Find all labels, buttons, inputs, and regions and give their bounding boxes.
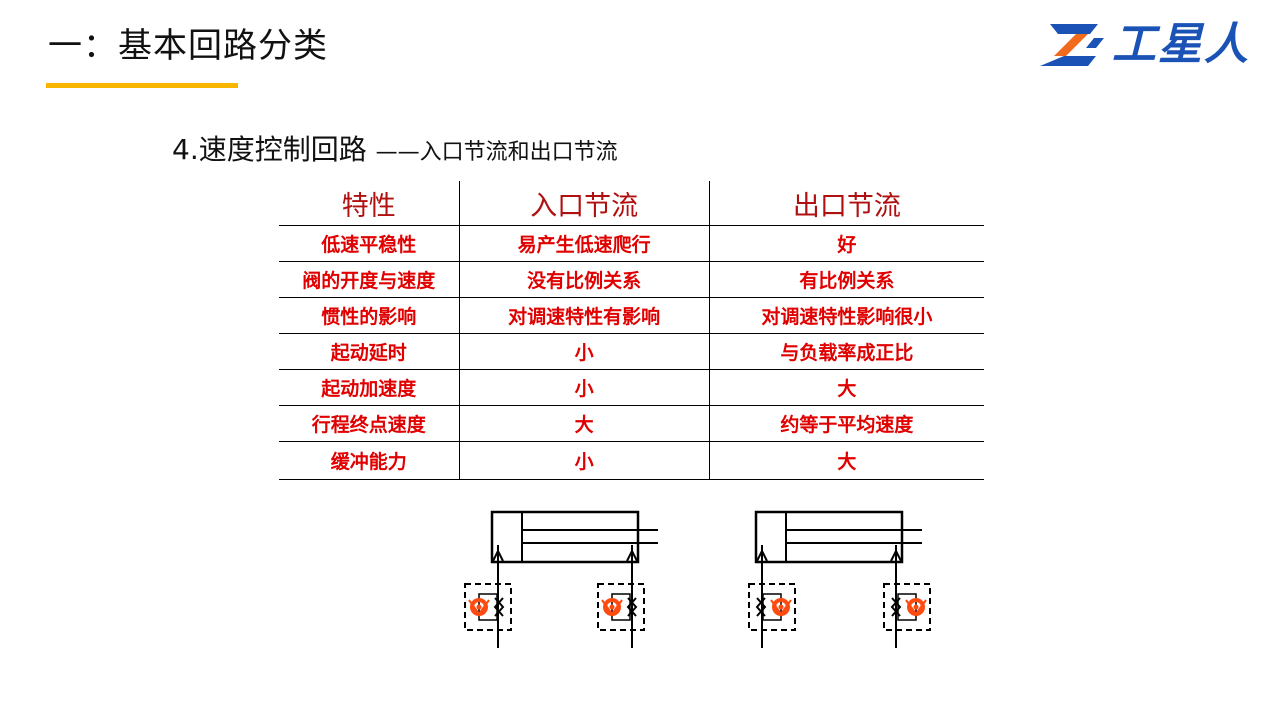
table-cell: 与负载率成正比 <box>708 333 984 370</box>
comparison-table: 特性 入口节流 出口节流 低速平稳性 易产生低速爬行 好 阀的开度与速度 没有比… <box>279 181 984 480</box>
header-characteristic: 特性 <box>279 181 459 226</box>
section-heading-main: 4.速度控制回路 <box>172 133 367 166</box>
logo-text: 工星人 <box>1112 19 1250 70</box>
table-row: 起动延时 小 与负载率成正比 <box>279 333 984 370</box>
company-logo-icon <box>1040 24 1104 66</box>
table-cell: 大 <box>458 405 710 442</box>
table-row: 低速平稳性 易产生低速爬行 好 <box>279 225 984 262</box>
table-row: 惯性的影响 对调速特性有影响 对调速特性影响很小 <box>279 297 984 334</box>
header-meter-in: 入口节流 <box>458 181 710 226</box>
table-cell: 有比例关系 <box>708 261 984 298</box>
table-cell: 小 <box>458 333 710 370</box>
table-cell: 小 <box>458 369 710 406</box>
table-cell: 阀的开度与速度 <box>279 261 459 298</box>
table-cell: 小 <box>458 441 710 480</box>
title-underline <box>46 83 238 88</box>
table-cell: 约等于平均速度 <box>708 405 984 442</box>
table-cell: 惯性的影响 <box>279 297 459 334</box>
table-row: 缓冲能力 小 大 <box>279 441 984 480</box>
header-meter-out: 出口节流 <box>708 181 984 226</box>
page-title: 一：基本回路分类 <box>48 26 328 66</box>
table-cell: 缓冲能力 <box>279 441 459 480</box>
table-cell: 起动加速度 <box>279 369 459 406</box>
table-cell: 大 <box>708 441 984 480</box>
table-header-row: 特性 入口节流 出口节流 <box>279 181 984 226</box>
pneumatic-circuit-diagram <box>463 510 932 648</box>
section-heading: 4.速度控制回路 ——入口节流和出口节流 <box>172 130 618 173</box>
table-cell: 大 <box>708 369 984 406</box>
section-heading-sub: ——入口节流和出口节流 <box>375 140 618 165</box>
meter-in-circuit <box>463 510 658 648</box>
table-cell: 对调速特性有影响 <box>458 297 710 334</box>
table-row: 行程终点速度 大 约等于平均速度 <box>279 405 984 442</box>
table-row: 起动加速度 小 大 <box>279 369 984 406</box>
table-cell: 易产生低速爬行 <box>458 225 710 262</box>
table-cell: 对调速特性影响很小 <box>708 297 984 334</box>
table-cell: 低速平稳性 <box>279 225 459 262</box>
table-row: 阀的开度与速度 没有比例关系 有比例关系 <box>279 261 984 298</box>
table-cell: 没有比例关系 <box>458 261 710 298</box>
meter-out-circuit <box>747 510 932 648</box>
table-cell: 好 <box>708 225 984 262</box>
table-cell: 起动延时 <box>279 333 459 370</box>
table-cell: 行程终点速度 <box>279 405 459 442</box>
